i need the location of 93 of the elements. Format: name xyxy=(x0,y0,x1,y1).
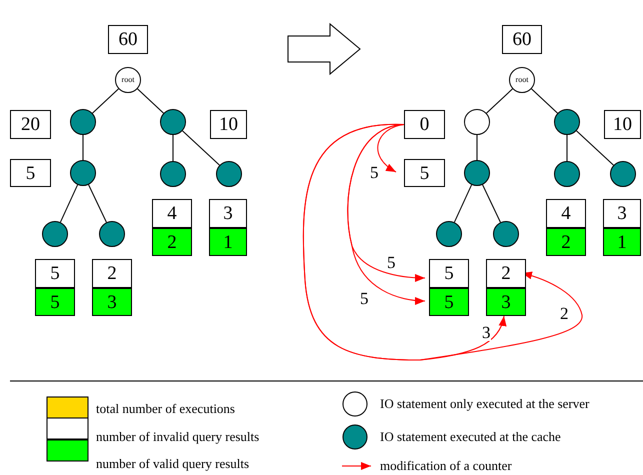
node-label: root xyxy=(516,76,528,84)
count-value: 0 xyxy=(420,115,430,134)
tree-node-circle xyxy=(160,109,186,135)
tree-node-circle xyxy=(42,221,68,247)
count-value: 5 xyxy=(50,292,60,312)
tree-edge xyxy=(172,134,174,162)
counter-cell xyxy=(603,199,641,228)
tree-node-circle xyxy=(99,221,125,247)
tree-node-circle xyxy=(509,67,535,93)
counter-cell xyxy=(92,288,132,316)
counter-cell xyxy=(603,228,641,256)
count-value: 4 xyxy=(167,204,177,223)
count-value: 5 xyxy=(444,292,454,312)
tree-edge xyxy=(454,184,472,223)
tree-edge xyxy=(531,88,558,114)
tree-edge xyxy=(576,130,614,166)
edge-label: 5 xyxy=(387,254,396,271)
legend-label: modification of a counter xyxy=(380,459,512,472)
counter-cell xyxy=(152,199,192,228)
count-value: 4 xyxy=(561,204,571,223)
counter-cell xyxy=(429,259,469,288)
counter-cell xyxy=(92,259,132,288)
count-value: 2 xyxy=(501,264,511,283)
edge-label: 2 xyxy=(560,305,568,322)
counter-box xyxy=(10,110,51,139)
count-value: 1 xyxy=(223,232,233,252)
counter-cell xyxy=(546,199,586,228)
tree-node-circle xyxy=(70,160,96,186)
count-value: 2 xyxy=(167,232,177,252)
counter-cell xyxy=(486,288,526,316)
counter-box xyxy=(404,110,445,139)
legend-label: IO statement executed at the cache xyxy=(380,430,561,443)
node-label: root xyxy=(122,76,134,84)
count-value: 5 xyxy=(420,164,430,182)
count-value: 10 xyxy=(219,115,238,134)
tree-node-circle xyxy=(493,221,519,247)
counter-cell xyxy=(35,288,75,316)
tree-edge xyxy=(92,88,119,114)
legend-label: number of valid query results xyxy=(96,457,250,470)
tree-edge xyxy=(486,88,513,114)
counter-box xyxy=(210,110,247,139)
count-value: 3 xyxy=(223,204,233,223)
tree-node-circle xyxy=(216,161,242,187)
counter-box xyxy=(604,110,641,139)
count-value: 10 xyxy=(613,115,632,134)
counter-cell xyxy=(209,199,247,228)
count-value: 60 xyxy=(118,30,138,49)
counter-arrow xyxy=(302,124,582,360)
count-value: 5 xyxy=(444,264,454,283)
edge-label: 3 xyxy=(482,324,490,341)
tree-edge xyxy=(88,184,107,223)
counter-cell xyxy=(35,259,75,288)
tree-node-circle xyxy=(70,109,96,135)
counter-cell xyxy=(546,228,586,256)
tree-edge xyxy=(566,134,568,162)
counter-box xyxy=(10,159,51,187)
counter-box xyxy=(502,25,542,54)
count-value: 2 xyxy=(561,232,571,252)
count-value: 5 xyxy=(26,164,36,182)
tree-node-circle xyxy=(554,161,580,187)
counter-cell xyxy=(209,228,247,256)
edge-label: 5 xyxy=(370,164,378,181)
tree-edge xyxy=(137,88,164,114)
count-value: 2 xyxy=(107,264,117,283)
count-value: 3 xyxy=(617,204,627,223)
edge-label: 5 xyxy=(360,290,368,307)
tree-edge xyxy=(182,130,220,166)
tree-node-circle xyxy=(115,67,141,93)
counter-cell xyxy=(429,288,469,316)
count-value: 1 xyxy=(617,232,627,252)
tree-edge xyxy=(82,134,84,160)
count-value: 20 xyxy=(21,115,40,134)
counter-box xyxy=(108,25,148,54)
count-value: 3 xyxy=(501,292,511,312)
count-value: 60 xyxy=(512,30,532,49)
tree-node-circle xyxy=(464,109,490,135)
legend-label: total number of executions xyxy=(96,402,235,415)
tree-edge xyxy=(482,184,501,223)
legend-label: number of invalid query results xyxy=(96,430,260,443)
tree-node-circle xyxy=(464,160,490,186)
legend-label: IO statement only executed at the server xyxy=(380,397,590,410)
tree-node-circle xyxy=(436,221,462,247)
counter-arrow xyxy=(377,124,404,172)
count-value: 5 xyxy=(50,264,60,283)
tree-edge xyxy=(60,184,78,223)
counter-cell xyxy=(152,228,192,256)
tree-node-circle xyxy=(610,161,636,187)
count-value: 3 xyxy=(107,292,117,312)
tree-edge xyxy=(476,134,478,160)
tree-node-circle xyxy=(554,109,580,135)
counter-box xyxy=(404,159,445,187)
counter-cell xyxy=(486,259,526,288)
tree-node-circle xyxy=(160,161,186,187)
